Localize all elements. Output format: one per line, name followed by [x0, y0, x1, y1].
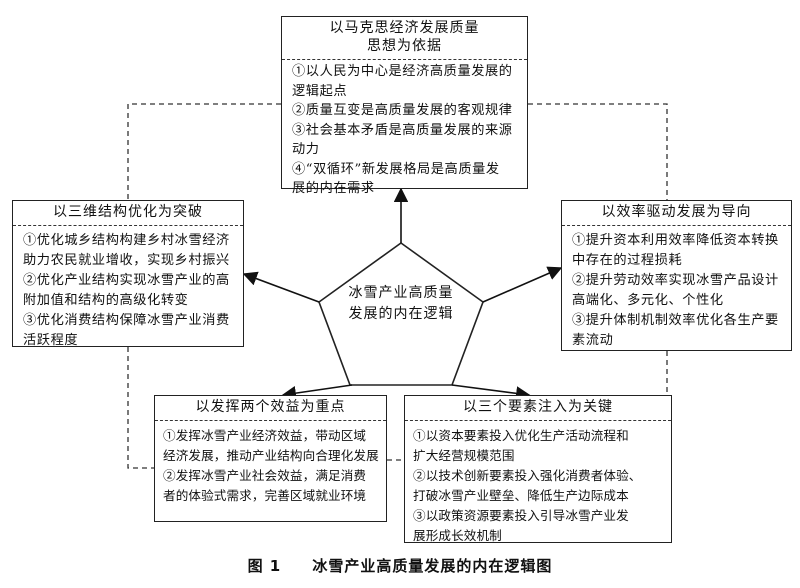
- figure-caption-text: 冰雪产业高质量发展的内在逻辑图: [312, 557, 553, 575]
- bottom-left-box-content: ①发挥冰雪产业经济效益，带动区域 经济发展，推动产业结构向合理化发展 ②发挥冰雪…: [155, 421, 386, 510]
- top-box-line: ①以人民为中心是经济高质量发展的: [292, 64, 513, 79]
- arrow-to-left: [242, 271, 320, 303]
- bottom-right-box-line: 扩大经营规模范围: [413, 448, 515, 463]
- left-box-content: ①优化城乡结构构建乡村冰雪经济 助力农民就业增收，实现乡村振兴 ②优化产业结构实…: [13, 226, 243, 355]
- right-box-title: 以效率驱动发展为导向: [562, 201, 791, 226]
- bottom-left-box-title: 以发挥两个效益为重点: [155, 396, 386, 421]
- right-box-content: ①提升资本利用效率降低资本转换 中存在的过程损耗 ②提升劳动效率实现冰雪产品设计…: [562, 226, 791, 355]
- bottom-right-box-line: ③以政策资源要素投入引导冰雪产业发: [413, 508, 629, 523]
- top-box-line: ③社会基本矛盾是高质量发展的来源: [292, 122, 513, 138]
- right-box: 以效率驱动发展为导向 ①提升资本利用效率降低资本转换 中存在的过程损耗 ②提升劳…: [561, 200, 792, 351]
- dashed-link-top-left: [127, 103, 281, 200]
- center-label: 冰雪产业高质量 发展的内在逻辑: [332, 283, 470, 325]
- arrow-to-bottom-left: [281, 384, 353, 401]
- top-box-line: ②质量互变是高质量发展的客观规律: [292, 103, 513, 118]
- left-box-line: ②优化产业结构实现冰雪产业的高: [23, 273, 230, 288]
- center-label-line: 冰雪产业高质量: [348, 285, 454, 301]
- bottom-right-box-line: ②以技术创新要素投入强化消费者体验、: [413, 468, 642, 483]
- bottom-right-box: 以三个要素注入为关键 ①以资本要素投入优化生产活动流程和 扩大经营规模范围 ②以…: [404, 395, 672, 543]
- left-box-line: 附加值和结构的高级化转变: [23, 293, 189, 308]
- bottom-left-box-line: ②发挥冰雪产业社会效益，满足消费: [163, 468, 367, 483]
- top-box-line: ④“双循环”新发展格局是高质量发: [292, 161, 500, 177]
- bottom-right-box-line: ①以资本要素投入优化生产活动流程和: [413, 428, 629, 443]
- center-pentagon: [318, 242, 484, 386]
- figure-caption-label: 图 1: [247, 557, 282, 575]
- bottom-right-box-title: 以三个要素注入为关键: [405, 396, 671, 421]
- dashed-link-top-right: [528, 103, 668, 200]
- arrow-to-bottom-right: [451, 384, 531, 401]
- left-box-line: ③优化消费结构保障冰雪产业消费: [23, 313, 230, 328]
- top-box-line: 动力: [292, 142, 320, 157]
- bottom-left-box-line: ①发挥冰雪产业经济效益，带动区域: [163, 428, 367, 443]
- center-label-line: 发展的内在逻辑: [348, 306, 454, 322]
- right-box-line: 中存在的过程损耗: [572, 253, 683, 268]
- bottom-left-box: 以发挥两个效益为重点 ①发挥冰雪产业经济效益，带动区域 经济发展，推动产业结构向…: [154, 395, 387, 522]
- top-box: 以马克思经济发展质量 思想为依据 ①以人民为中心是经济高质量发展的 逻辑起点 ②…: [281, 16, 528, 196]
- right-box-line: ②提升劳动效率实现冰雪产品设计: [572, 273, 779, 288]
- top-box-title: 以马克思经济发展质量 思想为依据: [282, 17, 527, 60]
- right-box-line: ③提升体制机制效率优化各生产要: [572, 313, 779, 328]
- dashed-link-left-bottom: [127, 347, 154, 469]
- left-box: 以三维结构优化为突破 ①优化城乡结构构建乡村冰雪经济 助力农民就业增收，实现乡村…: [12, 200, 244, 348]
- bottom-left-box-line: 者的体验式需求，完善区域就业环境: [163, 488, 367, 503]
- left-box-line: ①优化城乡结构构建乡村冰雪经济: [23, 233, 230, 248]
- bottom-right-box-line: 打破冰雪产业壁垒、降低生产边际成本: [413, 488, 629, 503]
- right-box-line: 素流动: [572, 333, 614, 348]
- top-box-title-line: 思想为依据: [367, 38, 442, 54]
- right-box-line: 高端化、多元化、个性化: [572, 293, 724, 308]
- bottom-left-box-line: 经济发展，推动产业结构向合理化发展: [163, 448, 379, 463]
- right-box-line: ①提升资本利用效率降低资本转换: [572, 233, 779, 248]
- figure-caption-spacer: [287, 557, 306, 575]
- bottom-right-box-content: ①以资本要素投入优化生产活动流程和 扩大经营规模范围 ②以技术创新要素投入强化消…: [405, 421, 671, 550]
- arrow-to-right: [482, 266, 563, 303]
- top-box-title-line: 以马克思经济发展质量: [329, 20, 480, 36]
- bottom-right-box-line: 展形成长效机制: [413, 528, 502, 543]
- top-box-line: 展的内在需求: [292, 181, 375, 196]
- figure-caption: 图 1 冰雪产业高质量发展的内在逻辑图: [0, 555, 800, 576]
- top-box-line: 逻辑起点: [292, 83, 348, 99]
- top-box-content: ①以人民为中心是经济高质量发展的 逻辑起点 ②质量互变是高质量发展的客观规律 ③…: [282, 60, 527, 203]
- left-box-title: 以三维结构优化为突破: [13, 201, 243, 226]
- left-box-line: 活跃程度: [23, 333, 79, 348]
- left-box-line: 助力农民就业增收，实现乡村振兴: [23, 253, 230, 268]
